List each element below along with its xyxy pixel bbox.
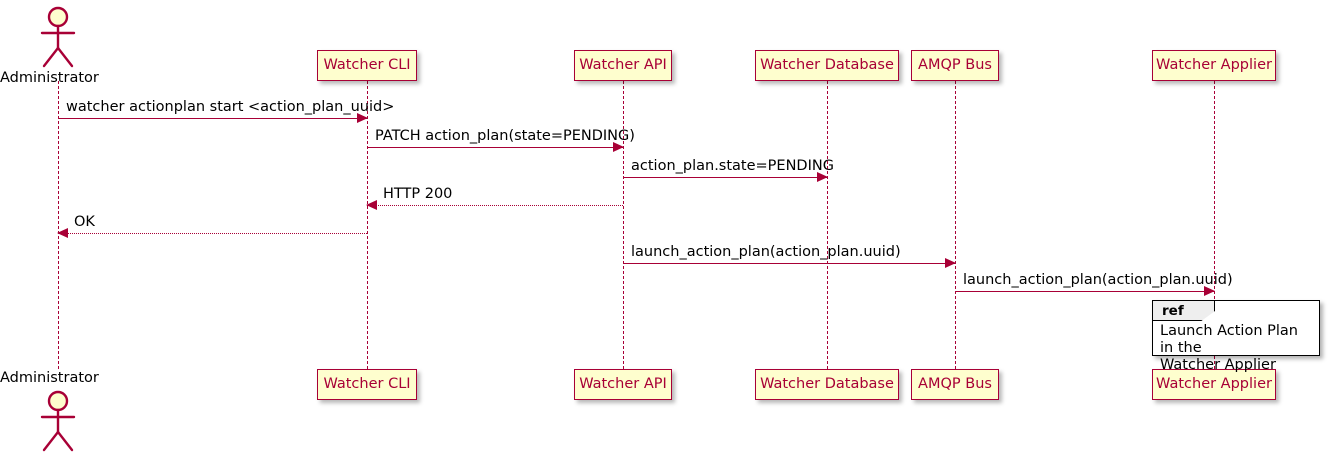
participant-top-watcher-api[interactable]: Watcher API: [574, 50, 672, 81]
message-label-4: HTTP 200: [383, 185, 453, 202]
message-label-2: PATCH action_plan(state=PENDING): [375, 127, 635, 144]
participant-top-watcher-applier[interactable]: Watcher Applier: [1152, 50, 1276, 81]
participant-bottom-watcher-cli[interactable]: Watcher CLI: [317, 369, 417, 400]
message-line-4: [367, 205, 623, 206]
lifeline-watcher-cli: [367, 81, 368, 369]
fragment-text-line-2: Watcher Applier: [1160, 357, 1276, 373]
message-arrowhead-6: [945, 258, 956, 268]
message-label-7: launch_action_plan(action_plan.uuid): [963, 271, 1233, 288]
participant-top-watcher-database[interactable]: Watcher Database: [755, 50, 899, 81]
message-line-7: [955, 291, 1214, 292]
actor-figure-top-administrator: [40, 6, 76, 68]
message-label-5: OK: [74, 213, 95, 230]
fragment-tab-ref-launch-action-plan: ref: [1153, 301, 1215, 321]
lifeline-watcher-database: [827, 81, 828, 369]
participant-bottom-amqp-bus[interactable]: AMQP Bus: [911, 369, 999, 400]
fragment-text-line-1: Launch Action Plan in the: [1160, 323, 1298, 356]
message-label-1: watcher actionplan start <action_plan_uu…: [66, 98, 395, 115]
message-line-3: [623, 177, 827, 178]
lifeline-watcher-api: [623, 81, 624, 369]
message-arrowhead-4: [366, 200, 377, 210]
message-label-6: launch_action_plan(action_plan.uuid): [631, 243, 901, 260]
message-line-2: [367, 147, 623, 148]
actor-figure-bottom-administrator: [40, 390, 76, 452]
message-line-6: [623, 263, 955, 264]
lifeline-watcher-applier: [1214, 81, 1215, 369]
message-arrowhead-5: [57, 228, 68, 238]
lifeline-amqp-bus: [955, 81, 956, 369]
message-line-5: [58, 233, 367, 234]
participant-bottom-watcher-api[interactable]: Watcher API: [574, 369, 672, 400]
message-arrowhead-1: [357, 113, 368, 123]
lifeline-administrator: [58, 81, 59, 369]
message-arrowhead-3: [817, 172, 828, 182]
participant-top-amqp-bus[interactable]: AMQP Bus: [911, 50, 999, 81]
message-line-1: [58, 118, 367, 119]
actor-label-top-administrator: Administrator: [0, 70, 99, 86]
message-label-3: action_plan.state=PENDING: [631, 157, 834, 174]
participant-top-watcher-cli[interactable]: Watcher CLI: [317, 50, 417, 81]
participant-bottom-watcher-applier[interactable]: Watcher Applier: [1152, 369, 1276, 400]
actor-label-bottom-administrator: Administrator: [0, 370, 99, 386]
participant-bottom-watcher-database[interactable]: Watcher Database: [755, 369, 899, 400]
message-arrowhead-7: [1204, 286, 1215, 296]
message-arrowhead-2: [613, 142, 624, 152]
